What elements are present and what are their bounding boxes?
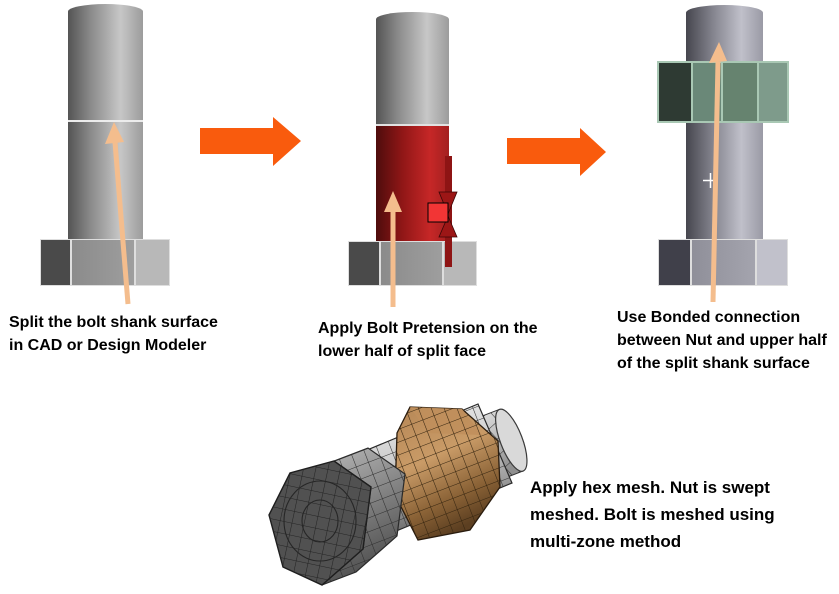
bolt3-hex-nut (658, 239, 788, 286)
mesh-bolt-nut (394, 406, 501, 541)
bolt1-shank (68, 4, 143, 239)
caption-line: Apply Bolt Pretension on the (318, 320, 538, 337)
flow-arrow-icon (507, 128, 606, 176)
mesh-bolt-head-face (268, 460, 372, 586)
caption-line: lower half of split face (318, 343, 487, 360)
bolt2-nut-facet (348, 241, 380, 286)
annotation-arrow-icon (384, 191, 402, 307)
caption-line: Use Bonded connection (617, 309, 801, 326)
bonded-nut-facet (721, 63, 757, 121)
annotation-arrow-icon (709, 42, 727, 303)
bolt2-shank-upper (376, 12, 449, 126)
bolt3-nut-facet (658, 239, 691, 286)
bolt1-nut-facet (135, 239, 170, 286)
caption-line: multi-zone method (530, 532, 682, 551)
caption-line: meshed. Bolt is meshed using (530, 505, 775, 524)
flow-arrow-icon (200, 117, 301, 166)
bonded-nut-facet (659, 63, 691, 121)
bolt1-nut-facet (40, 239, 71, 286)
bolt3-nut-facet (691, 239, 756, 286)
step2-caption: Apply Bolt Pretension on the lower half … (318, 317, 538, 363)
caption-line: between Nut and upper half (617, 332, 827, 349)
caption-line: Split the bolt shank surface (9, 314, 218, 331)
caption-line: in CAD or Design Modeler (9, 337, 207, 354)
caption-line: of the split shank surface (617, 355, 810, 372)
meshed-bolt-figure (268, 403, 528, 586)
bolt1-split-line (68, 120, 143, 122)
bonded-nut-facet (757, 63, 787, 121)
mesh-caption: Apply hex mesh. Nut is swept meshed. Bol… (530, 474, 775, 555)
step3-caption: Use Bonded connection between Nut and up… (617, 306, 827, 375)
step1-caption: Split the bolt shank surface in CAD or D… (9, 311, 218, 357)
annotation-arrow-icon (105, 122, 131, 305)
caption-line: Apply hex mesh. Nut is swept (530, 478, 770, 497)
pretension-symbol-icon (427, 156, 458, 267)
bolt3-nut-facet (756, 239, 788, 286)
